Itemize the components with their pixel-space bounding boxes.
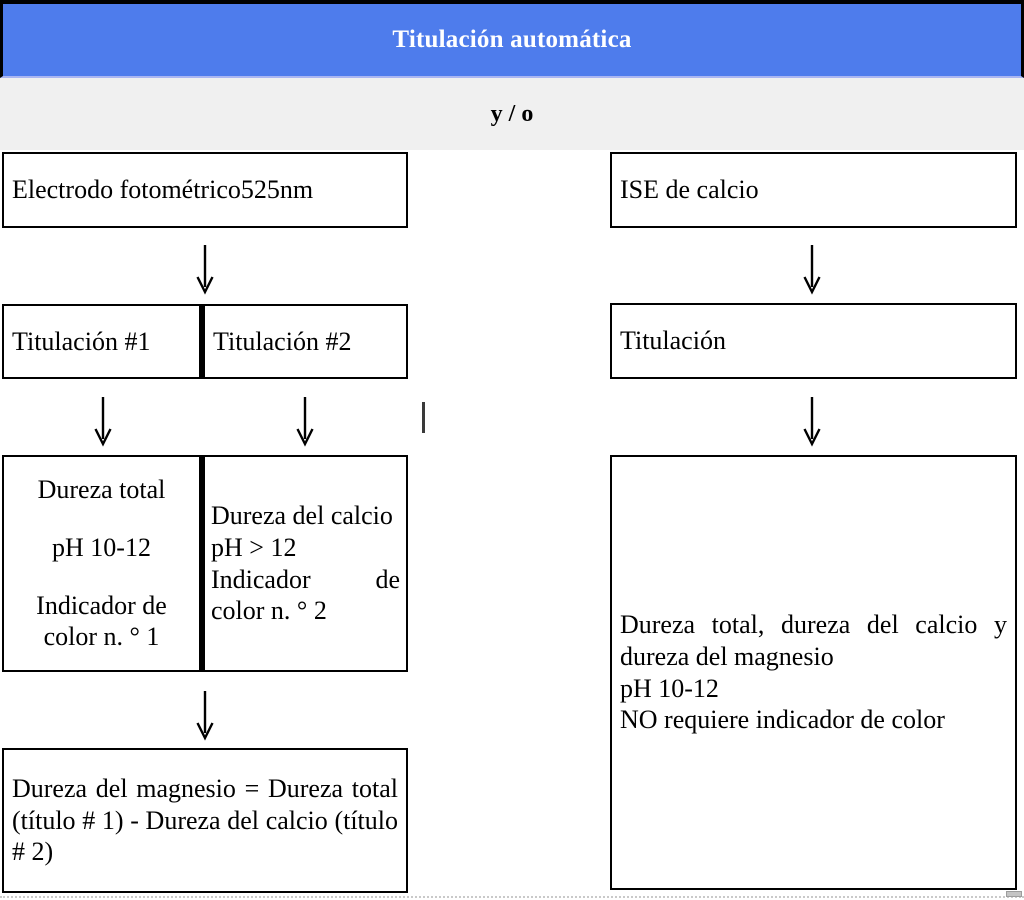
connector-label: y / o bbox=[490, 100, 534, 127]
ise-no-indicator-line: NO requiere indicador de color bbox=[620, 705, 945, 735]
down-arrow-icon bbox=[196, 691, 214, 741]
indicator-1-line: Indicador de color n. ° 1 bbox=[36, 590, 167, 652]
page-title: Titulación automática bbox=[392, 26, 632, 53]
bottom-dotted-line bbox=[0, 896, 1024, 898]
down-arrow-icon bbox=[803, 245, 821, 295]
spacer bbox=[10, 564, 193, 590]
hardness-detail-split-box: Dureza total pH 10-12 Indicador de color… bbox=[2, 455, 408, 672]
ph-range-line: pH 10-12 bbox=[52, 532, 151, 562]
ise-detail-box: Dureza total, dureza del calcio y dureza… bbox=[610, 455, 1017, 890]
connector-band: y / o bbox=[0, 78, 1024, 150]
stray-vertical-tick bbox=[422, 402, 425, 433]
photometric-electrode-box: Electrodo fotométrico525nm bbox=[2, 152, 408, 228]
indicator-2-line: Indicador de color n. ° 2 bbox=[211, 564, 400, 626]
ph-gt12-line: pH > 12 bbox=[211, 532, 297, 562]
photometric-electrode-label: Electrodo fotométrico525nm bbox=[12, 175, 314, 205]
ise-calcium-box: ISE de calcio bbox=[610, 152, 1017, 228]
ise-hardness-line: Dureza total, dureza del calcio y dureza… bbox=[620, 610, 1007, 671]
total-hardness-line: Dureza total bbox=[37, 475, 166, 505]
header-bar: Titulación automática bbox=[0, 0, 1024, 78]
total-hardness-cell: Dureza total pH 10-12 Indicador de color… bbox=[4, 457, 205, 670]
down-arrow-icon bbox=[196, 245, 214, 295]
down-arrow-icon bbox=[803, 397, 821, 447]
titration-2-label: Titulación #2 bbox=[213, 326, 352, 356]
single-titration-box: Titulación bbox=[610, 303, 1017, 379]
single-titration-label: Titulación bbox=[620, 326, 726, 356]
spacer bbox=[10, 506, 193, 532]
magnesium-result-box: Dureza del magnesio = Dureza total (títu… bbox=[2, 748, 408, 893]
down-arrow-icon bbox=[94, 397, 112, 447]
calcium-hardness-cell: Dureza del calcio pH > 12 Indicador de c… bbox=[205, 457, 406, 670]
titration-2-cell: Titulación #2 bbox=[205, 306, 406, 377]
down-arrow-icon bbox=[296, 397, 314, 447]
ise-ph-line: pH 10-12 bbox=[620, 673, 719, 703]
calcium-hardness-line: Dureza del calcio bbox=[211, 501, 393, 531]
bottom-right-mark bbox=[1006, 891, 1022, 897]
titration-split-box: Titulación #1 Titulación #2 bbox=[2, 304, 408, 379]
titration-1-label: Titulación #1 bbox=[12, 326, 151, 356]
titration-1-cell: Titulación #1 bbox=[4, 306, 205, 377]
ise-calcium-label: ISE de calcio bbox=[620, 175, 759, 205]
magnesium-result-text: Dureza del magnesio = Dureza total (títu… bbox=[12, 773, 398, 867]
